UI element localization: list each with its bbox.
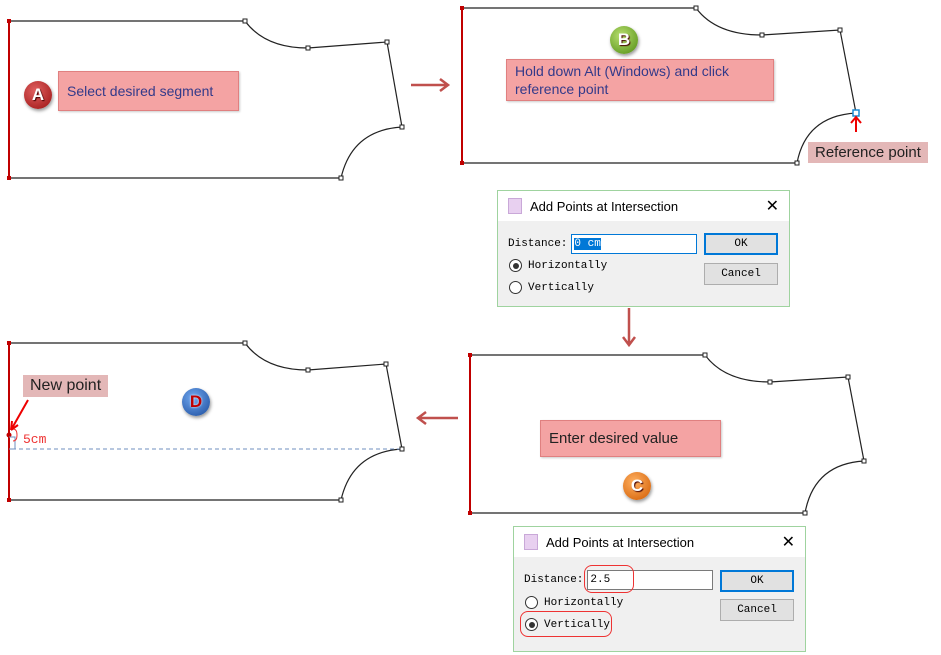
cancel-button[interactable]: Cancel xyxy=(704,263,778,285)
arrow-c-to-d xyxy=(415,411,458,425)
radio-vertically[interactable]: Vertically xyxy=(509,281,594,294)
ok-button[interactable]: OK xyxy=(720,570,794,592)
highlight-ring xyxy=(584,565,634,593)
new-point xyxy=(6,432,12,438)
distance-input[interactable]: 0 cm xyxy=(574,238,601,250)
step-badge-a: A xyxy=(24,81,52,109)
step-badge-c: C xyxy=(623,472,651,500)
step-badge-b: B xyxy=(610,26,638,54)
distance-input[interactable]: 2.5 xyxy=(590,574,611,586)
arrow-a-to-b xyxy=(411,78,451,92)
radio-vertically[interactable]: Vertically xyxy=(525,618,610,631)
step-a-label: Select desired segment xyxy=(58,71,239,111)
pattern-piece-b xyxy=(462,7,857,164)
step-badge-d: D xyxy=(182,388,210,416)
app-icon xyxy=(524,534,538,550)
close-icon[interactable]: ✕ xyxy=(781,534,795,551)
reference-arrow xyxy=(850,115,862,132)
ok-button[interactable]: OK xyxy=(704,233,778,255)
pattern-piece-a xyxy=(9,20,403,179)
distance-label: Distance: xyxy=(508,238,568,250)
step-b-label: Hold down Alt (Windows) and click refere… xyxy=(506,59,774,101)
app-icon xyxy=(508,198,522,214)
cancel-button[interactable]: Cancel xyxy=(720,599,794,621)
pattern-piece-d xyxy=(9,342,403,501)
new-point-arrow xyxy=(10,399,29,431)
new-point-tag: New point xyxy=(23,375,109,397)
reference-point xyxy=(852,109,860,117)
highlight-ring xyxy=(520,611,612,637)
pattern-piece-c xyxy=(470,354,865,514)
radio-horizontally[interactable]: Horizontally xyxy=(509,259,607,272)
arrow-b-to-dialog xyxy=(622,308,636,348)
reference-point-tag: Reference point xyxy=(808,142,928,163)
add-points-dialog-1: Add Points at Intersection ✕ Distance: 0 … xyxy=(497,190,790,307)
dialog-title: Add Points at Intersection xyxy=(530,198,679,214)
dialog-title: Add Points at Intersection xyxy=(546,534,695,550)
distance-label: Distance: xyxy=(524,574,584,586)
radio-horizontally[interactable]: Horizontally xyxy=(525,596,623,609)
step-c-label: Enter desired value xyxy=(540,420,721,457)
offset-measure: 5cm xyxy=(23,432,47,447)
add-points-dialog-2: Add Points at Intersection ✕ Distance: 2.… xyxy=(513,526,806,652)
close-icon[interactable]: ✕ xyxy=(765,198,779,215)
